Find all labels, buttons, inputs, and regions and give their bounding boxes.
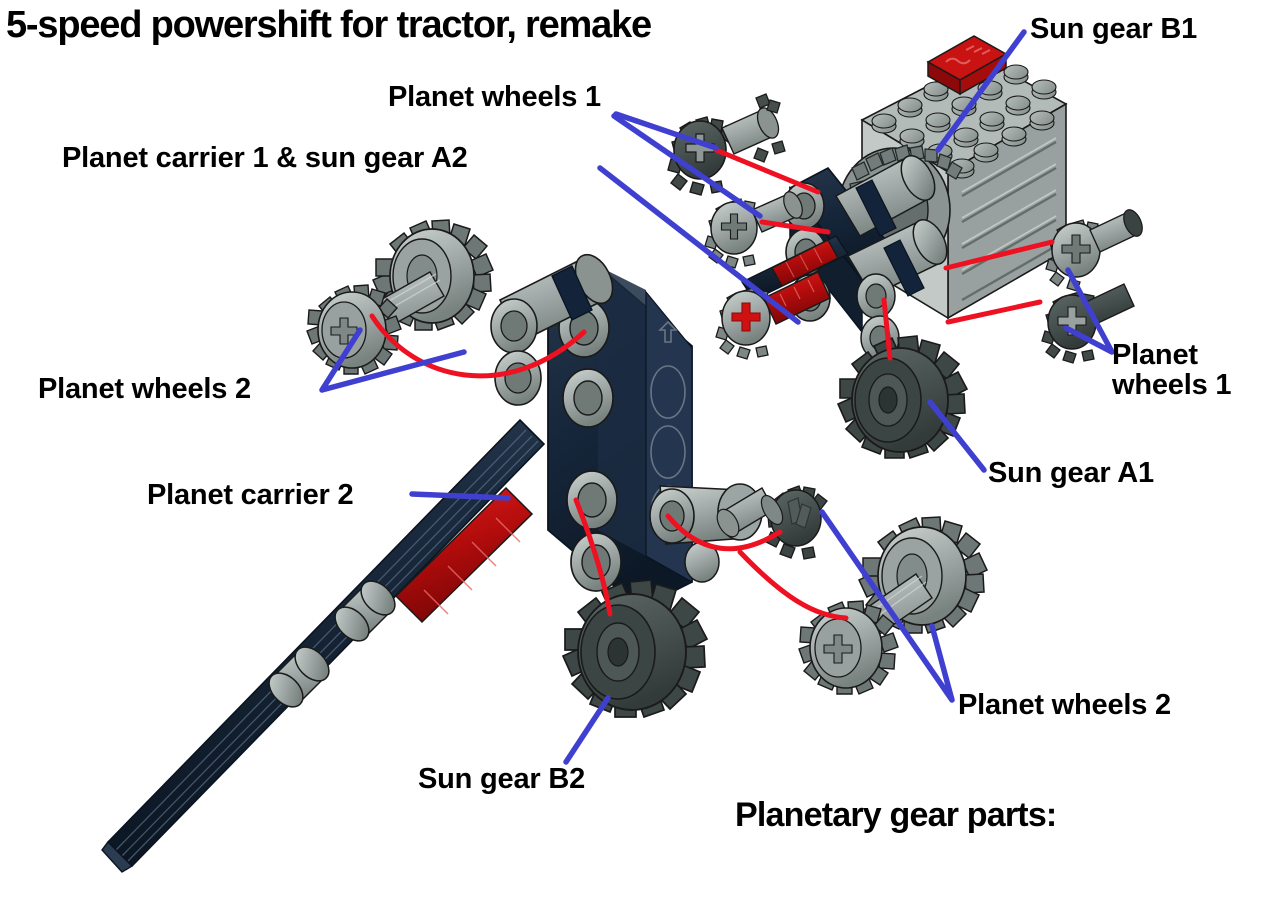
lead-pc1-sun-a2 — [597, 165, 801, 325]
lead-pw2a — [319, 327, 467, 393]
lead-pw1a-lower — [611, 113, 763, 219]
label-planet-carrier-1: Planet carrier 1 & sun gear A2 — [62, 142, 468, 174]
lead-pw2b — [819, 509, 955, 703]
main-cross-axle — [101, 418, 546, 873]
lead-planet-carrier-2 — [409, 491, 511, 501]
red-pc1-curve — [369, 313, 587, 379]
red-pw1-top — [713, 147, 821, 195]
red-pw1-right — [943, 239, 1055, 271]
label-sun-gear-b1: Sun gear B1 — [1030, 13, 1198, 45]
label-sun-gear-a1: Sun gear A1 — [988, 457, 1154, 489]
page-title: 5-speed powershift for tractor, remake — [6, 4, 652, 46]
planet-carrier-2 — [101, 253, 763, 873]
carrier1-axle — [741, 235, 849, 301]
lead-sun-gear-b2 — [563, 695, 611, 765]
red-pw2-curve — [665, 513, 783, 552]
label-sun-gear-b2: Sun gear B2 — [418, 763, 586, 795]
blue-leader-lines — [319, 29, 1115, 765]
lead-pw1b — [1063, 267, 1115, 355]
planet-wheel-group-1-right — [1041, 209, 1143, 364]
sun-gear-b2 — [561, 579, 709, 719]
red-pc2-curve — [573, 497, 613, 617]
lead-pw1a-upper — [613, 111, 719, 151]
red-sun-a1 — [881, 297, 893, 361]
lead-sun-gear-b1 — [935, 29, 1027, 153]
planet-wheel-group-2-left — [306, 219, 494, 375]
planet-wheel-group-2-right — [716, 485, 988, 695]
red-tile — [926, 35, 1008, 96]
label-planet-wheels-2-right: Planet wheels 2 — [958, 689, 1171, 721]
label-planet-wheels-2-left: Planet wheels 2 — [38, 373, 251, 405]
red-leader-lines — [369, 147, 1055, 621]
red-pw1-low — [945, 299, 1043, 325]
sun-gear-a1 — [836, 335, 969, 460]
lead-sun-gear-a1 — [927, 399, 987, 473]
section-caption: Planetary gear parts: — [735, 796, 1057, 834]
red-pw2-low — [737, 549, 849, 621]
label-planet-carrier-2: Planet carrier 2 — [147, 479, 354, 511]
label-planet-wheels-1-top: Planet wheels 1 — [388, 81, 601, 113]
label-planet-wheels-1-right: Planet wheels 1 — [1112, 339, 1232, 402]
red-pw1-mid — [759, 219, 831, 235]
